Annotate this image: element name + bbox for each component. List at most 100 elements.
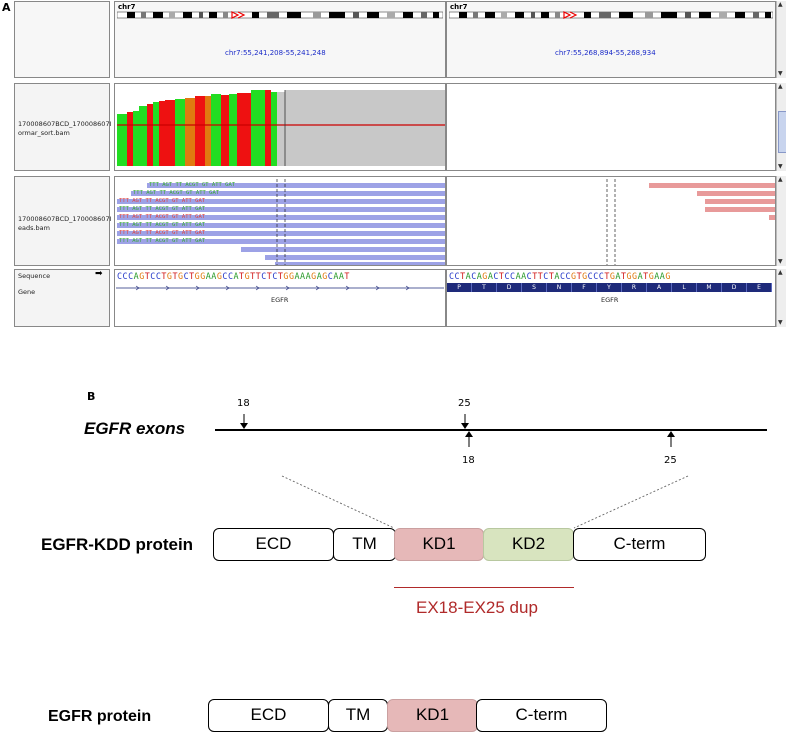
sequence-base: G — [288, 271, 295, 281]
read-bar[interactable] — [241, 247, 445, 252]
softclip-bases: TTT AGT TT ACGT GT ATT GAT — [133, 190, 220, 196]
sequence-base: C — [593, 271, 599, 281]
scroll-up-icon[interactable]: ▲ — [778, 269, 783, 276]
read-bar[interactable] — [117, 223, 445, 228]
sequence-base: G — [283, 271, 289, 281]
left-chr-label: chr7 — [118, 3, 136, 11]
amino-acid: Y — [597, 283, 622, 292]
sequence-gene-left — [114, 269, 446, 327]
read-bar[interactable] — [147, 183, 445, 188]
amino-acid: E — [747, 283, 772, 292]
softclip-bases: TTT AGT TT ACGT GT ATT GAT — [119, 238, 206, 244]
sequence-base: C — [222, 271, 228, 281]
softclip-bases: TTT AGT TT ACGT GT ATT GAT — [119, 222, 206, 228]
read-bar[interactable] — [265, 255, 445, 260]
amino-acid: P — [447, 283, 472, 292]
sequence-base: T — [532, 271, 538, 281]
sequence-base: C — [526, 271, 533, 281]
exons-title: EGFR exons — [84, 419, 186, 438]
wt-domain-cterm: C-term — [476, 699, 607, 732]
softclip-bases: TTT AGT TT ACGT GT ATT GAT — [119, 206, 206, 212]
read-bar[interactable] — [697, 191, 775, 196]
sequence-base: A — [515, 271, 522, 281]
read-bar[interactable] — [117, 199, 445, 204]
reads-track-left[interactable]: TTT AGT TT ACGT GT ATT GAT TTT AGT TT AC… — [114, 176, 446, 266]
sequence-base: C — [493, 271, 499, 281]
panel-a-label: A — [2, 1, 11, 14]
read-bar[interactable] — [117, 207, 445, 212]
coverage-track-name-line2: ormar_sort.bam — [18, 129, 70, 137]
left-locus-text: chr7:55,241,208-55,241,248 — [225, 49, 326, 57]
sequence-base: C — [122, 271, 129, 281]
read-bar[interactable] — [705, 207, 775, 212]
sequence-base: C — [454, 271, 461, 281]
read-bar[interactable] — [117, 231, 445, 236]
exon-map — [215, 414, 767, 529]
right-chr-label: chr7 — [450, 3, 468, 11]
scrollbar-header[interactable]: ▲ ▼ — [776, 1, 786, 78]
sequence-base: A — [659, 271, 666, 281]
coverage-track-right[interactable] — [446, 83, 776, 171]
sequence-base: T — [498, 271, 505, 281]
softclip-bases: TTT AGT TT ACGT GT ATT GAT — [119, 230, 206, 236]
sequence-base: T — [239, 271, 245, 281]
sequence-base: G — [200, 271, 206, 281]
name-panel-header — [14, 1, 110, 78]
scroll-thumb[interactable] — [778, 111, 786, 153]
sequence-base: A — [615, 271, 621, 281]
scroll-down-icon[interactable]: ▼ — [778, 70, 783, 77]
sequence-base: T — [277, 271, 284, 281]
scroll-down-icon[interactable]: ▼ — [778, 163, 783, 170]
wt-domain-tm: TM — [328, 699, 388, 732]
read-bar[interactable] — [705, 199, 775, 204]
read-bar[interactable] — [117, 215, 445, 220]
scrollbar-reads[interactable]: ▲ ▼ — [776, 176, 786, 266]
sequence-base: C — [155, 271, 162, 281]
exon-18-bottom-label: 18 — [462, 455, 475, 466]
sequence-base: C — [117, 271, 123, 281]
wt-protein-label: EGFR protein — [48, 708, 152, 725]
sequence-base: C — [272, 271, 278, 281]
scrollbar-sequence[interactable]: ▲ ▼ — [776, 269, 786, 327]
strand-arrow-icon[interactable]: ➡ — [95, 269, 103, 279]
amino-acid: R — [622, 283, 647, 292]
exon-18-top-label: 18 — [237, 398, 250, 409]
sequence-base: A — [554, 271, 560, 281]
coverage-histogram — [117, 90, 445, 166]
sequence-base: C — [183, 271, 190, 281]
left-ideogram[interactable] — [117, 11, 443, 19]
sequence-base: T — [460, 271, 466, 281]
track-name-reads[interactable]: 170008607BCD_170008607I eads.bam — [14, 176, 112, 266]
sequence-base: A — [133, 271, 140, 281]
amino-acid: S — [522, 283, 547, 292]
read-bar[interactable] — [769, 215, 775, 220]
sequence-base: A — [333, 271, 339, 281]
sequence-base: A — [637, 271, 644, 281]
sequence-base: C — [587, 271, 594, 281]
scrollbar-coverage[interactable]: ▲ ▼ — [776, 83, 786, 171]
right-ideogram[interactable] — [449, 11, 773, 19]
gene-name-left: EGFR — [271, 296, 289, 304]
sequence-base: A — [487, 271, 494, 281]
scroll-up-icon[interactable]: ▲ — [778, 83, 783, 90]
track-name-sequence-gene[interactable]: Sequence ➡ Gene — [14, 269, 110, 327]
kdd-domain-kd1: KD1 — [394, 528, 484, 561]
sequence-base: T — [604, 271, 610, 281]
scroll-up-icon[interactable]: ▲ — [778, 176, 783, 183]
sequence-base: T — [266, 271, 273, 281]
read-bar[interactable] — [131, 191, 445, 196]
coverage-track-left[interactable] — [114, 83, 446, 171]
scroll-up-icon[interactable]: ▲ — [778, 1, 783, 8]
track-name-coverage[interactable]: 170008607BCD_170008607I ormar_sort.bam — [14, 83, 112, 171]
reads-track-right[interactable] — [446, 176, 776, 266]
scroll-down-icon[interactable]: ▼ — [778, 258, 783, 265]
sequence-gene-right — [446, 269, 776, 327]
read-bar[interactable] — [275, 262, 445, 265]
read-bar[interactable] — [117, 239, 445, 244]
scroll-down-icon[interactable]: ▼ — [778, 319, 783, 326]
wt-domain-kd1: KD1 — [387, 699, 478, 732]
coverage-track-name-line1: 170008607BCD_170008607I — [18, 120, 112, 128]
read-bar[interactable] — [649, 183, 775, 188]
sequence-base: C — [261, 271, 267, 281]
